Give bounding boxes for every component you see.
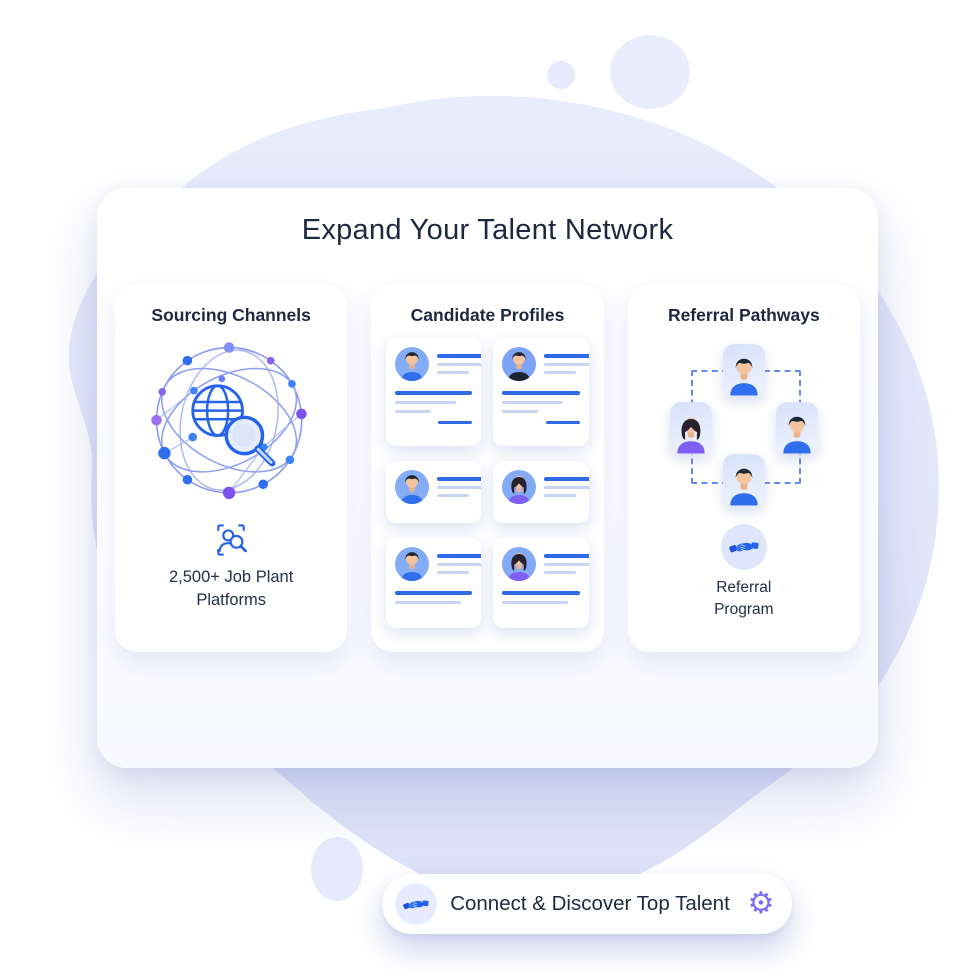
person-avatar-graphic <box>401 475 424 504</box>
globe-network-search-icon <box>151 342 307 500</box>
blob-dot-small-top <box>547 61 575 89</box>
candidate-profiles-panel: Candidate Profiles <box>371 285 604 652</box>
avatar <box>502 470 537 504</box>
candidate-profiles-title: Candidate Profiles <box>410 305 565 325</box>
page-title: Expand Your Talent Network <box>301 214 674 246</box>
person-avatar-graphic <box>783 416 811 454</box>
person-avatar-graphic <box>401 552 424 581</box>
candidate-card <box>386 338 482 446</box>
profile-text-lines <box>544 354 589 374</box>
person-avatar-graphic <box>730 468 758 506</box>
person-avatar-graphic <box>508 352 531 381</box>
referral-pathways-panel: Referral Pathways Referral Program <box>627 285 860 652</box>
talent-network-card: Expand Your Talent Network Sourcing Chan… <box>97 188 878 934</box>
profile-text-lines <box>437 554 482 574</box>
network-nodes <box>151 342 307 500</box>
columns-row: Sourcing Channels <box>115 285 860 652</box>
person-avatar-graphic <box>508 552 531 581</box>
candidate-card <box>386 461 482 523</box>
person-avatar-graphic <box>677 417 705 454</box>
handshake-icon <box>395 883 437 925</box>
sourcing-channels-title: Sourcing Channels <box>151 305 311 325</box>
profile-text-lines <box>437 354 482 374</box>
connect-cta-button[interactable]: Connect & Discover Top Talent ⚙ <box>382 874 792 934</box>
candidate-card <box>386 538 482 628</box>
blob-dot-large-top <box>610 35 690 109</box>
magnifier-icon <box>224 415 276 467</box>
avatar <box>395 347 430 381</box>
candidate-card <box>493 338 589 446</box>
referral-avatar-tile <box>775 402 818 454</box>
person-avatar-graphic <box>730 358 758 396</box>
handshake-icon <box>403 899 429 909</box>
referral-caption: Referral Program <box>714 579 774 618</box>
person-avatar-graphic <box>508 475 531 504</box>
referral-avatar-tile <box>722 344 765 396</box>
referral-avatar-tile <box>669 402 712 454</box>
user-search-icon <box>217 524 248 556</box>
avatar <box>502 347 537 381</box>
profile-text-lines <box>437 477 482 497</box>
person-avatar-graphic <box>401 352 424 381</box>
handshake-icon <box>729 542 759 553</box>
candidate-card <box>493 538 589 628</box>
sourcing-channels-panel: Sourcing Channels <box>115 285 348 652</box>
referral-diagram <box>628 334 860 516</box>
referral-avatar-tile <box>722 454 765 506</box>
avatar <box>395 547 430 581</box>
blob-dot-bottom <box>311 837 363 901</box>
avatar <box>395 470 430 504</box>
sourcing-caption: 2,500+ Job Plant Platforms <box>169 568 294 610</box>
referral-handshake-badge <box>720 524 767 570</box>
candidate-cards-grid <box>386 338 589 628</box>
profile-text-lines <box>544 477 589 497</box>
profile-text-lines <box>544 554 589 574</box>
candidate-card <box>493 461 589 523</box>
cta-label: Connect & Discover Top Talent <box>450 892 730 915</box>
gear-icon[interactable]: ⚙ <box>747 886 775 921</box>
referral-pathways-title: Referral Pathways <box>667 305 820 325</box>
avatar <box>502 547 537 581</box>
